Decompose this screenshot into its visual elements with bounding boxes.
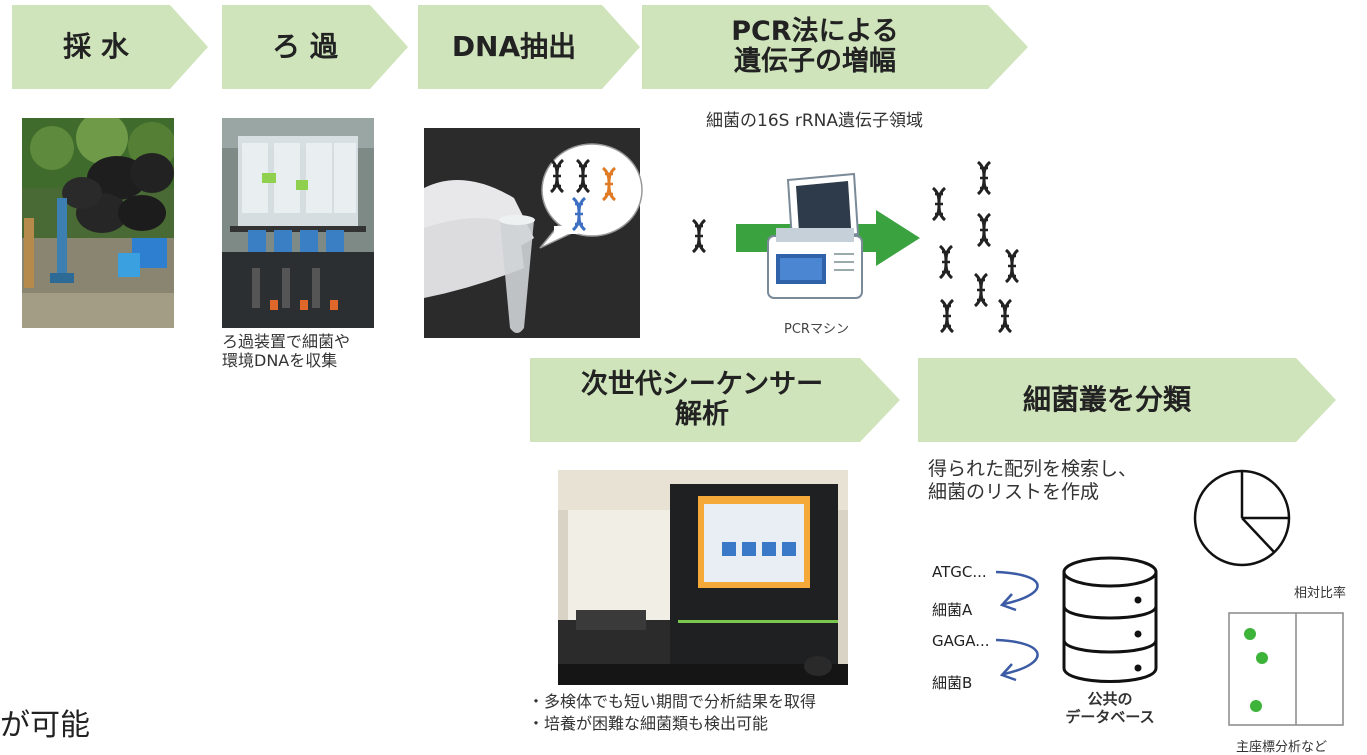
step-label: DNA抽出 xyxy=(451,30,577,64)
pcr-machine-icon xyxy=(767,172,863,299)
pcr-machine-label: PCRマシン xyxy=(784,322,849,337)
seq-label-bacteria-b: 細菌B xyxy=(932,674,973,692)
filtration-photo xyxy=(222,118,374,328)
dna-icon xyxy=(691,218,707,254)
dna-icon xyxy=(571,196,587,232)
ngs-bullet-1: ・多検体でも短い期間で分析結果を取得 xyxy=(528,692,817,711)
dna-icon xyxy=(976,212,992,248)
classify-text: 得られた配列を検索し、 細菌のリストを作成 xyxy=(928,458,1138,503)
step-filtration: ろ 過 xyxy=(222,5,408,89)
pca-label: 主座標分析など xyxy=(1236,740,1328,755)
step-pcr: PCR法による 遺伝子の増幅 xyxy=(642,5,1028,89)
step-classify: 細菌叢を分類 xyxy=(918,358,1336,442)
pie-chart-icon xyxy=(1193,469,1291,567)
database-label: 公共の データベース xyxy=(1065,690,1155,726)
step-ngs: 次世代シーケンサー 解析 xyxy=(530,358,900,442)
dna-speech-bubble xyxy=(528,140,644,250)
ngs-bullet-2: ・培養が困難な細菌類も検出可能 xyxy=(528,714,769,733)
dna-icon xyxy=(973,272,989,308)
step-label: ろ 過 xyxy=(272,30,338,64)
step-dna-extraction: DNA抽出 xyxy=(418,5,640,89)
dna-icon xyxy=(575,158,591,194)
dna-icon xyxy=(938,244,954,280)
dna-icon xyxy=(1004,248,1020,284)
step-label: 次世代シーケンサー 解析 xyxy=(580,368,824,430)
sampling-photo xyxy=(22,118,174,328)
lookup-arrows xyxy=(995,570,1039,682)
pie-label: 相対比率 xyxy=(1294,586,1347,601)
pcr-target-text: 細菌の16S rRNA遺伝子領域 xyxy=(706,111,923,131)
seq-label-atgc: ATGC... xyxy=(932,563,987,581)
step-label: 細菌叢を分類 xyxy=(1022,383,1191,417)
dna-icon xyxy=(549,158,565,194)
dna-icon xyxy=(931,186,947,222)
seq-label-bacteria-a: 細菌A xyxy=(932,601,973,619)
database-icon xyxy=(1062,556,1158,683)
dna-icon xyxy=(939,298,955,334)
bottom-left-text: が可能 xyxy=(0,708,90,743)
pcoa-plot-icon xyxy=(1228,612,1344,726)
dna-icon xyxy=(976,160,992,196)
dna-icon xyxy=(997,298,1013,334)
filtration-caption: ろ過装置で細菌や 環境DNAを収集 xyxy=(222,332,351,371)
seq-label-gaga: GAGA... xyxy=(932,632,990,650)
step-sampling: 採 水 xyxy=(12,5,208,89)
dna-icon xyxy=(601,166,617,202)
sequencer-photo xyxy=(558,470,848,685)
step-label: PCR法による 遺伝子の増幅 xyxy=(731,15,899,77)
step-label: 採 水 xyxy=(63,30,129,64)
